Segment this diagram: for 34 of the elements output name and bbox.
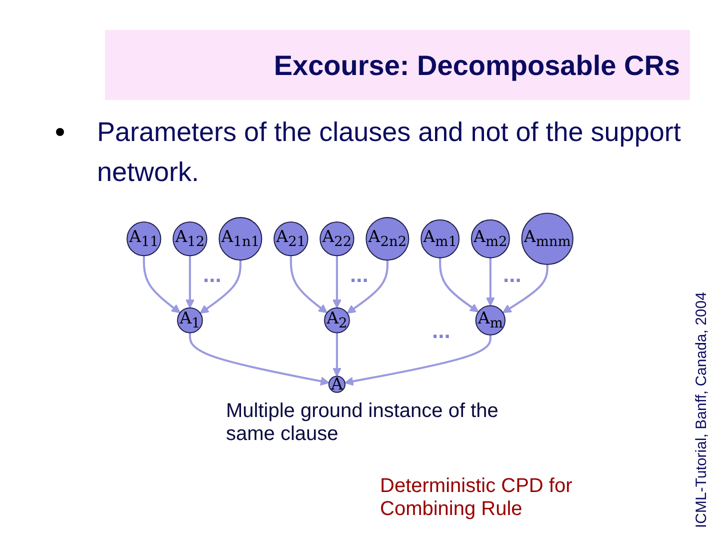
node-circle: A$_{m2}$ <box>470 219 510 258</box>
node-circle: A$_{1}$ <box>177 307 203 334</box>
arrow <box>185 256 194 308</box>
arrow <box>439 258 479 312</box>
node-circle: A$_{22}$ <box>320 222 354 256</box>
node-circle: A$_{21}$ <box>274 222 308 256</box>
node-circle: A$_{2}$ <box>324 307 350 334</box>
node-circle: A$_{m1}$ <box>420 219 460 258</box>
footer-text: ICML-Tutorial, Banff, Canada, 2004 <box>693 292 710 528</box>
node-circle: A$_{m}$ <box>475 305 506 336</box>
arrow <box>332 332 342 377</box>
arrow <box>346 260 388 314</box>
bullet-text: Parameters of the clauses and not of the support network. <box>97 116 682 189</box>
slide-title: Excourse: Decomposable CRs <box>105 30 690 100</box>
arrow <box>344 334 492 386</box>
arrow <box>290 256 328 314</box>
arrow <box>200 260 242 314</box>
ellipsis: ... <box>503 262 522 288</box>
arrow <box>502 264 548 314</box>
ellipsis: ... <box>350 262 368 288</box>
node-circle: A$_{2n2}$ <box>366 217 410 261</box>
arrow <box>332 256 342 308</box>
node-circle: A$_{mnm}$ <box>521 212 574 265</box>
ellipsis: ... <box>203 262 222 288</box>
ellipsis: ... <box>432 318 450 344</box>
node-circle: A$_{11}$ <box>126 222 162 256</box>
annotation: Deterministic CPD for Combining Rule <box>380 475 574 521</box>
node-circle: A <box>328 376 346 393</box>
annotation: Multiple ground instance of the same clause <box>226 400 500 446</box>
node-circle: A$_{1n1}$ <box>218 217 262 261</box>
arrow <box>142 256 180 314</box>
arrow <box>188 332 330 386</box>
node-circle: A$_{12}$ <box>172 222 208 256</box>
arrow <box>486 258 495 306</box>
